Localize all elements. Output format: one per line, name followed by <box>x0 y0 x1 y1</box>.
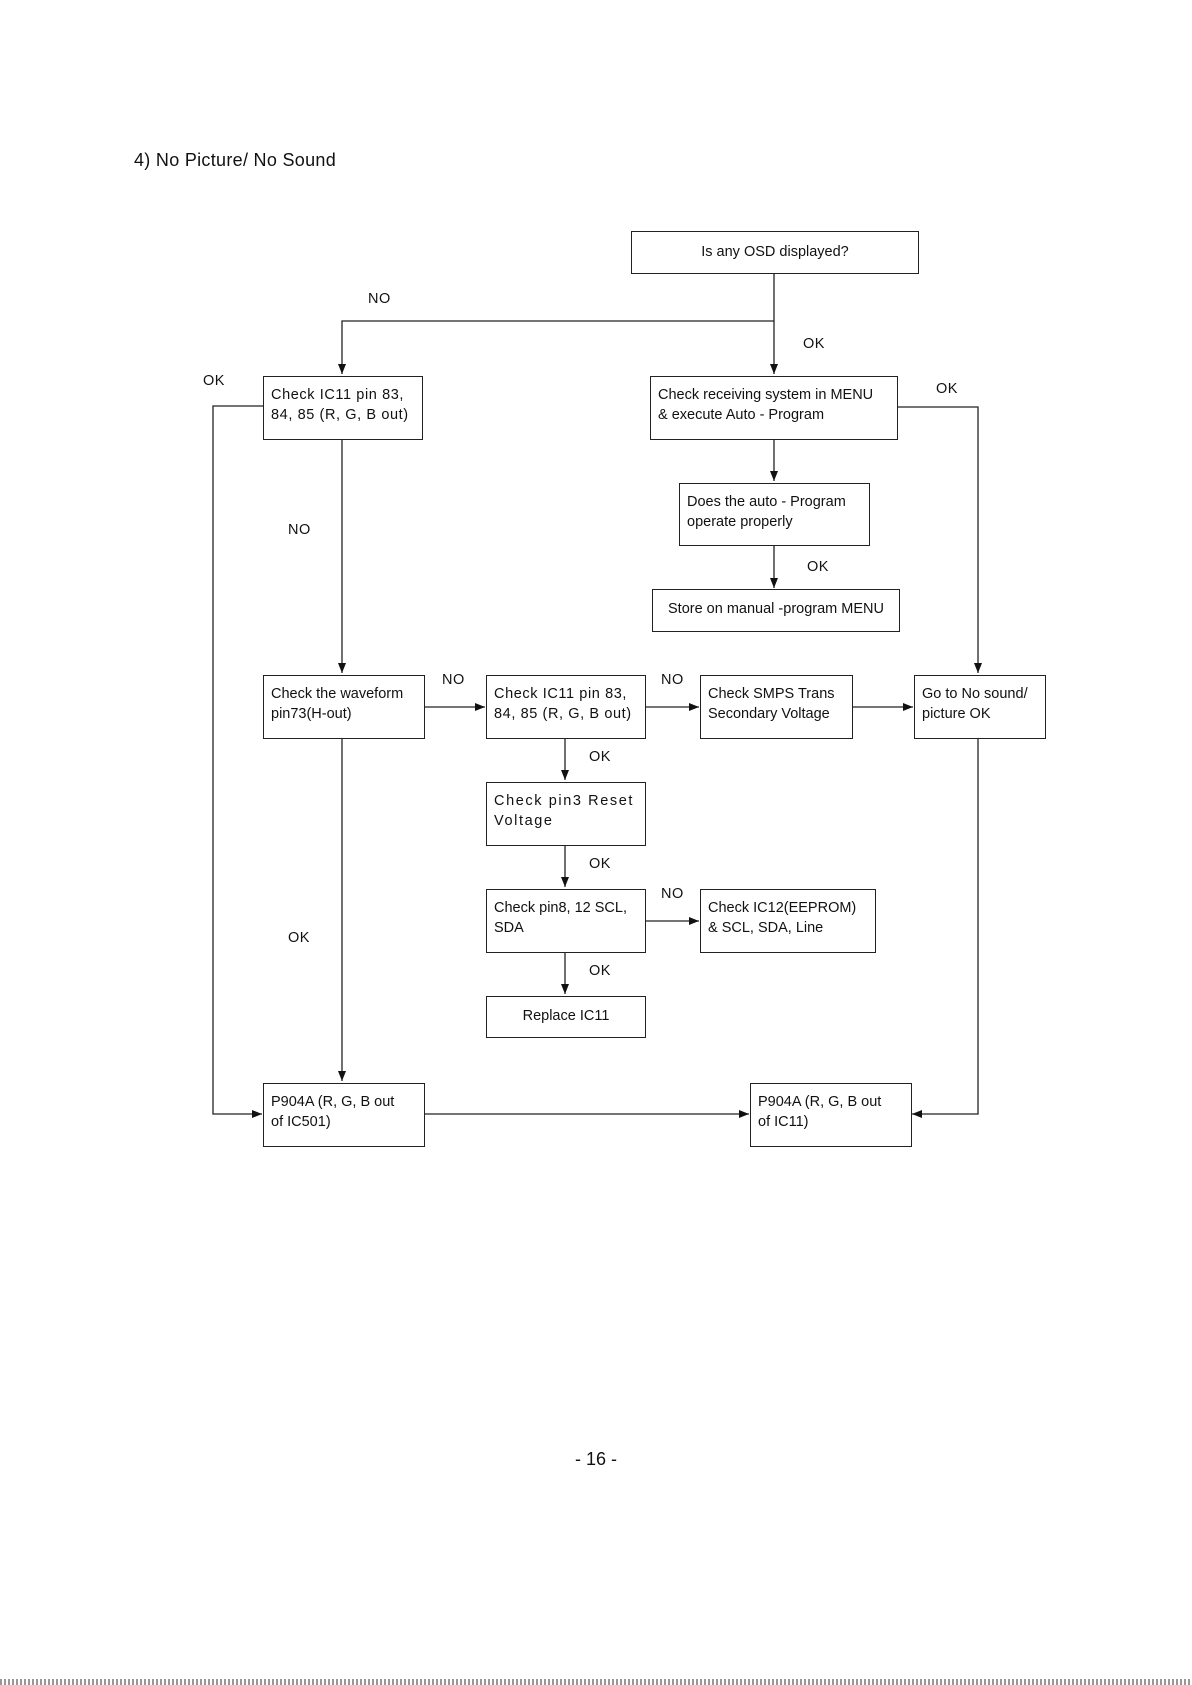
label-ic11-left-ok: OK <box>203 373 225 389</box>
node-go-to-no-sound: Go to No sound/ picture OK <box>914 675 1046 739</box>
edge-goto-ic11 <box>912 739 979 1118</box>
label-pin3-ok: OK <box>589 856 611 872</box>
node-check-ic12: Check IC12(EEPROM) & SCL, SDA, Line <box>700 889 876 953</box>
scan-edge <box>0 1679 1192 1685</box>
label-auto-program-ok: OK <box>807 559 829 575</box>
label-pin8-ok: OK <box>589 963 611 979</box>
node-check-ic11-mid: Check IC11 pin 83, 84, 85 (R, G, B out) <box>486 675 646 739</box>
node-check-ic11-left: Check IC11 pin 83, 84, 85 (R, G, B out) <box>263 376 423 440</box>
label-waveform-ok: OK <box>288 930 310 946</box>
node-osd-displayed: Is any OSD displayed? <box>631 231 919 274</box>
label-receiving-ok: OK <box>936 381 958 397</box>
node-check-pin3: Check pin3 Reset Voltage <box>486 782 646 846</box>
node-check-pin8: Check pin8, 12 SCL, SDA <box>486 889 646 953</box>
node-p904a-ic11: P904A (R, G, B out of IC11) <box>750 1083 912 1147</box>
node-replace-ic11: Replace IC11 <box>486 996 646 1038</box>
node-auto-program: Does the auto - Program operate properly <box>679 483 870 546</box>
node-store-manual: Store on manual -program MENU <box>652 589 900 632</box>
label-pin8-no: NO <box>661 886 684 902</box>
section-heading: 4) No Picture/ No Sound <box>134 150 336 170</box>
edge-receiving-ok <box>898 406 982 673</box>
label-osd-no: NO <box>368 291 391 307</box>
label-waveform-no: NO <box>442 672 465 688</box>
edge-ic11-left-ok <box>212 405 263 1118</box>
node-check-smps: Check SMPS Trans Secondary Voltage <box>700 675 853 739</box>
page-number: - 16 - <box>574 1449 617 1469</box>
label-ic11-left-no: NO <box>288 522 311 538</box>
label-ic11-mid-no: NO <box>661 672 684 688</box>
label-ic11-mid-ok: OK <box>589 749 611 765</box>
node-p904a-ic501: P904A (R, G, B out of IC501) <box>263 1083 425 1147</box>
edge-osd-no <box>338 320 774 374</box>
label-osd-ok: OK <box>803 336 825 352</box>
node-check-receiving: Check receiving system in MENU & execute… <box>650 376 898 440</box>
node-check-waveform: Check the waveform pin73(H-out) <box>263 675 425 739</box>
